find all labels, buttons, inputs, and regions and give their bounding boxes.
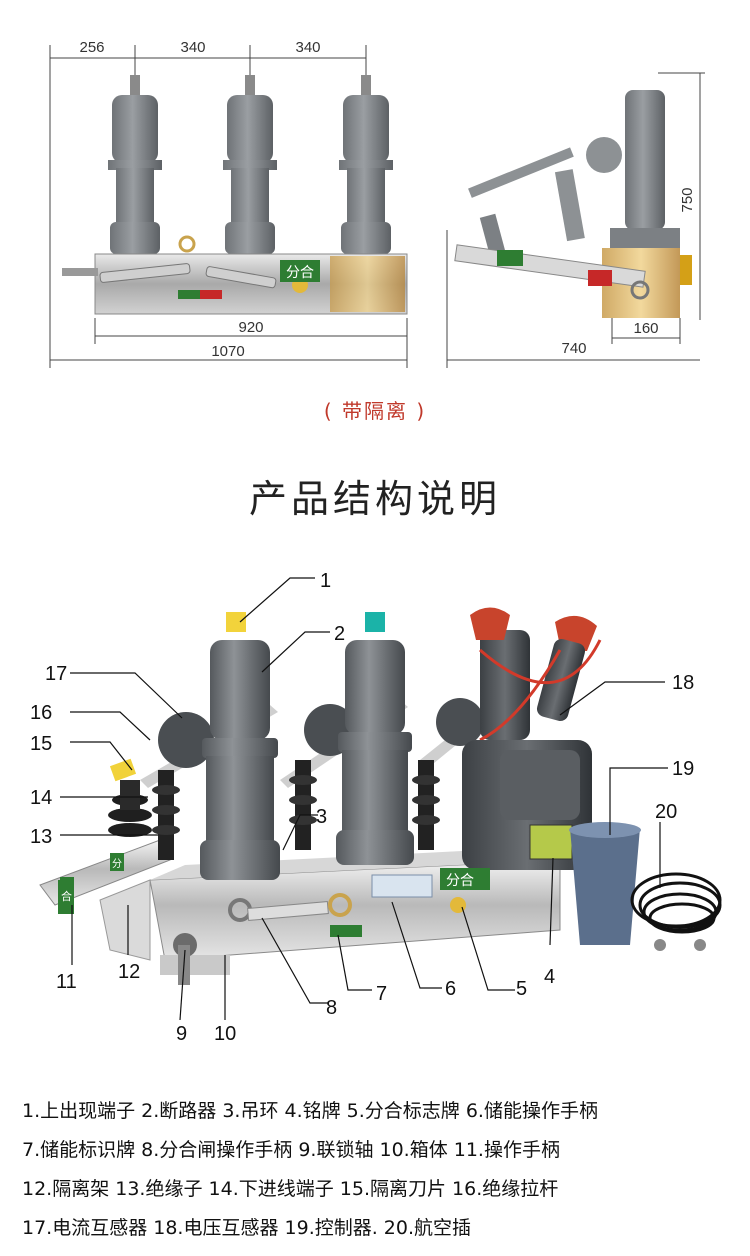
dimension-drawings: 256 340 340 [49, 39, 705, 368]
callout-20: 20 [655, 801, 677, 823]
callout-4: 4 [544, 966, 555, 988]
front-view: 256 340 340 [49, 39, 408, 368]
callout-14: 14 [30, 787, 52, 809]
callout-12: 12 [118, 961, 140, 983]
photo-open-close-sign: 分合 [446, 873, 474, 889]
front-open-close-sign: 分合 [286, 265, 314, 281]
legend-line: 7.储能标识牌 8.分合闸操作手柄 9.联锁轴 10.箱体 11.操作手柄 [22, 1139, 560, 1161]
aviation-plug-cable [630, 872, 722, 934]
dim-front-top-3: 340 [295, 39, 320, 56]
dim-front-outer: 1070 [211, 343, 244, 360]
callout-11: 11 [56, 971, 77, 993]
callout-16: 16 [30, 702, 52, 724]
callout-9: 9 [176, 1023, 187, 1045]
dim-side-height: 750 [679, 187, 696, 212]
section-title: 产品结构说明 [248, 477, 501, 521]
legend-line: 17.电流互感器 18.电压互感器 19.控制器. 20.航空插 [22, 1217, 472, 1239]
callout-2: 2 [334, 623, 345, 645]
insulator [289, 760, 317, 850]
insulator [152, 770, 180, 860]
callout-18: 18 [672, 672, 694, 694]
dim-side-inner: 160 [633, 320, 658, 337]
callout-13: 13 [30, 826, 52, 848]
breaker-pole-2 [336, 612, 414, 865]
legend-line: 12.隔离架 13.绝缘子 14.下进线端子 15.隔离刀片 16.绝缘拉杆 [22, 1178, 559, 1200]
breaker-pole-1 [200, 612, 280, 880]
callout-19: 19 [672, 758, 694, 780]
callout-lines [60, 577, 668, 1021]
side-view: 750 160 740 [446, 72, 705, 368]
dim-front-top-1: 256 [79, 39, 104, 56]
front-pole [108, 75, 162, 254]
callout-6: 6 [445, 978, 456, 1000]
current-transformer [158, 712, 214, 768]
callout-7: 7 [376, 983, 387, 1005]
parts-legend: 1.上出现端子 2.断路器 3.吊环 4.铭牌 5.分合标志牌 6.储能操作手柄… [22, 1092, 742, 1248]
callout-3: 3 [316, 806, 327, 828]
callout-numbers: 1 2 3 4 5 6 7 8 9 10 11 12 13 14 15 16 1… [30, 570, 694, 1045]
dim-front-inner: 920 [238, 319, 263, 336]
callout-8: 8 [326, 997, 337, 1019]
front-pole [339, 75, 393, 254]
callout-1: 1 [320, 570, 331, 592]
callout-17: 17 [45, 663, 67, 685]
current-transformer [436, 698, 484, 746]
dim-front-top-2: 340 [180, 39, 205, 56]
photo-green-tag: 分 [112, 858, 122, 870]
nameplate [529, 824, 573, 860]
photo-red-tag: 合 [61, 889, 72, 903]
callout-15: 15 [30, 733, 52, 755]
product-structure-diagram: 分合 分 合 1 2 3 4 5 6 7 8 9 10 11 [30, 570, 722, 1045]
callout-10: 10 [214, 1023, 236, 1045]
insulator [412, 760, 440, 850]
callout-5: 5 [516, 978, 527, 1000]
controller [569, 822, 641, 945]
front-pole [223, 75, 277, 254]
variant-note: ( 带隔离 ) [323, 399, 427, 423]
legend-line: 1.上出现端子 2.断路器 3.吊环 4.铭牌 5.分合标志牌 6.储能操作手柄 [22, 1100, 598, 1122]
side-pole [625, 90, 665, 230]
lower-insulator-stack [108, 758, 152, 837]
dim-side-outer: 740 [561, 340, 586, 357]
